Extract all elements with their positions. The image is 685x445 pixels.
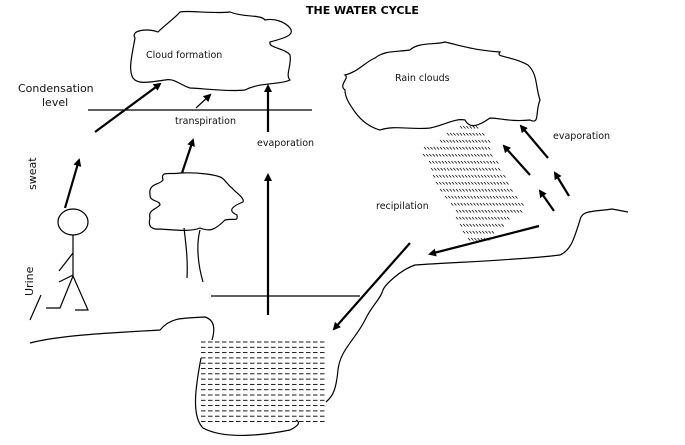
lake-outline — [194, 208, 629, 436]
evaporation-right-label: evaporation — [553, 131, 610, 142]
arrow-sweat — [63, 158, 82, 209]
arrow-transpiration-upper — [195, 93, 212, 109]
condensation-label-line1: Condensation — [18, 82, 94, 95]
rain-clouds-label: Rain clouds — [395, 73, 450, 84]
land-outline-left — [29, 316, 215, 344]
tree-trunk-left — [183, 227, 188, 279]
arrow-transpiration-tree — [180, 138, 195, 174]
rain-clouds-shape — [342, 41, 541, 131]
person-head — [57, 208, 89, 236]
arrow-evaporation-right-3 — [553, 171, 570, 197]
condensation-label-line2: level — [42, 96, 68, 109]
evaporation-center-label: evaporation — [257, 138, 314, 149]
transpiration-label: transpiration — [175, 116, 236, 127]
arrow-runoff-upper — [428, 224, 540, 257]
urine-label: Urine — [23, 266, 36, 296]
person-arm-left — [58, 252, 74, 272]
arrow-runoff-lower — [332, 242, 411, 331]
sweat-label: sweat — [26, 157, 39, 190]
arrow-evaporation-right-4 — [538, 189, 555, 212]
lake-water-dashes — [201, 341, 325, 422]
person-leg-left — [46, 275, 74, 309]
urine-stroke — [29, 294, 42, 321]
tree-canopy — [148, 172, 244, 231]
arrow-condensation — [94, 82, 162, 133]
person-leg-right — [72, 275, 89, 311]
tree-trunk-right — [197, 229, 204, 283]
arrow-evaporation-right-2 — [502, 144, 531, 176]
diagram-title: THE WATER CYCLE — [306, 4, 419, 17]
person-arm-right — [58, 274, 74, 283]
arrow-evaporation-right-1 — [519, 124, 549, 159]
cloud-formation-label: Cloud formation — [146, 50, 222, 61]
rain-hatching — [422, 125, 524, 241]
cloud-formation-shape — [130, 10, 292, 92]
precipitation-label: recipilation — [376, 201, 429, 212]
